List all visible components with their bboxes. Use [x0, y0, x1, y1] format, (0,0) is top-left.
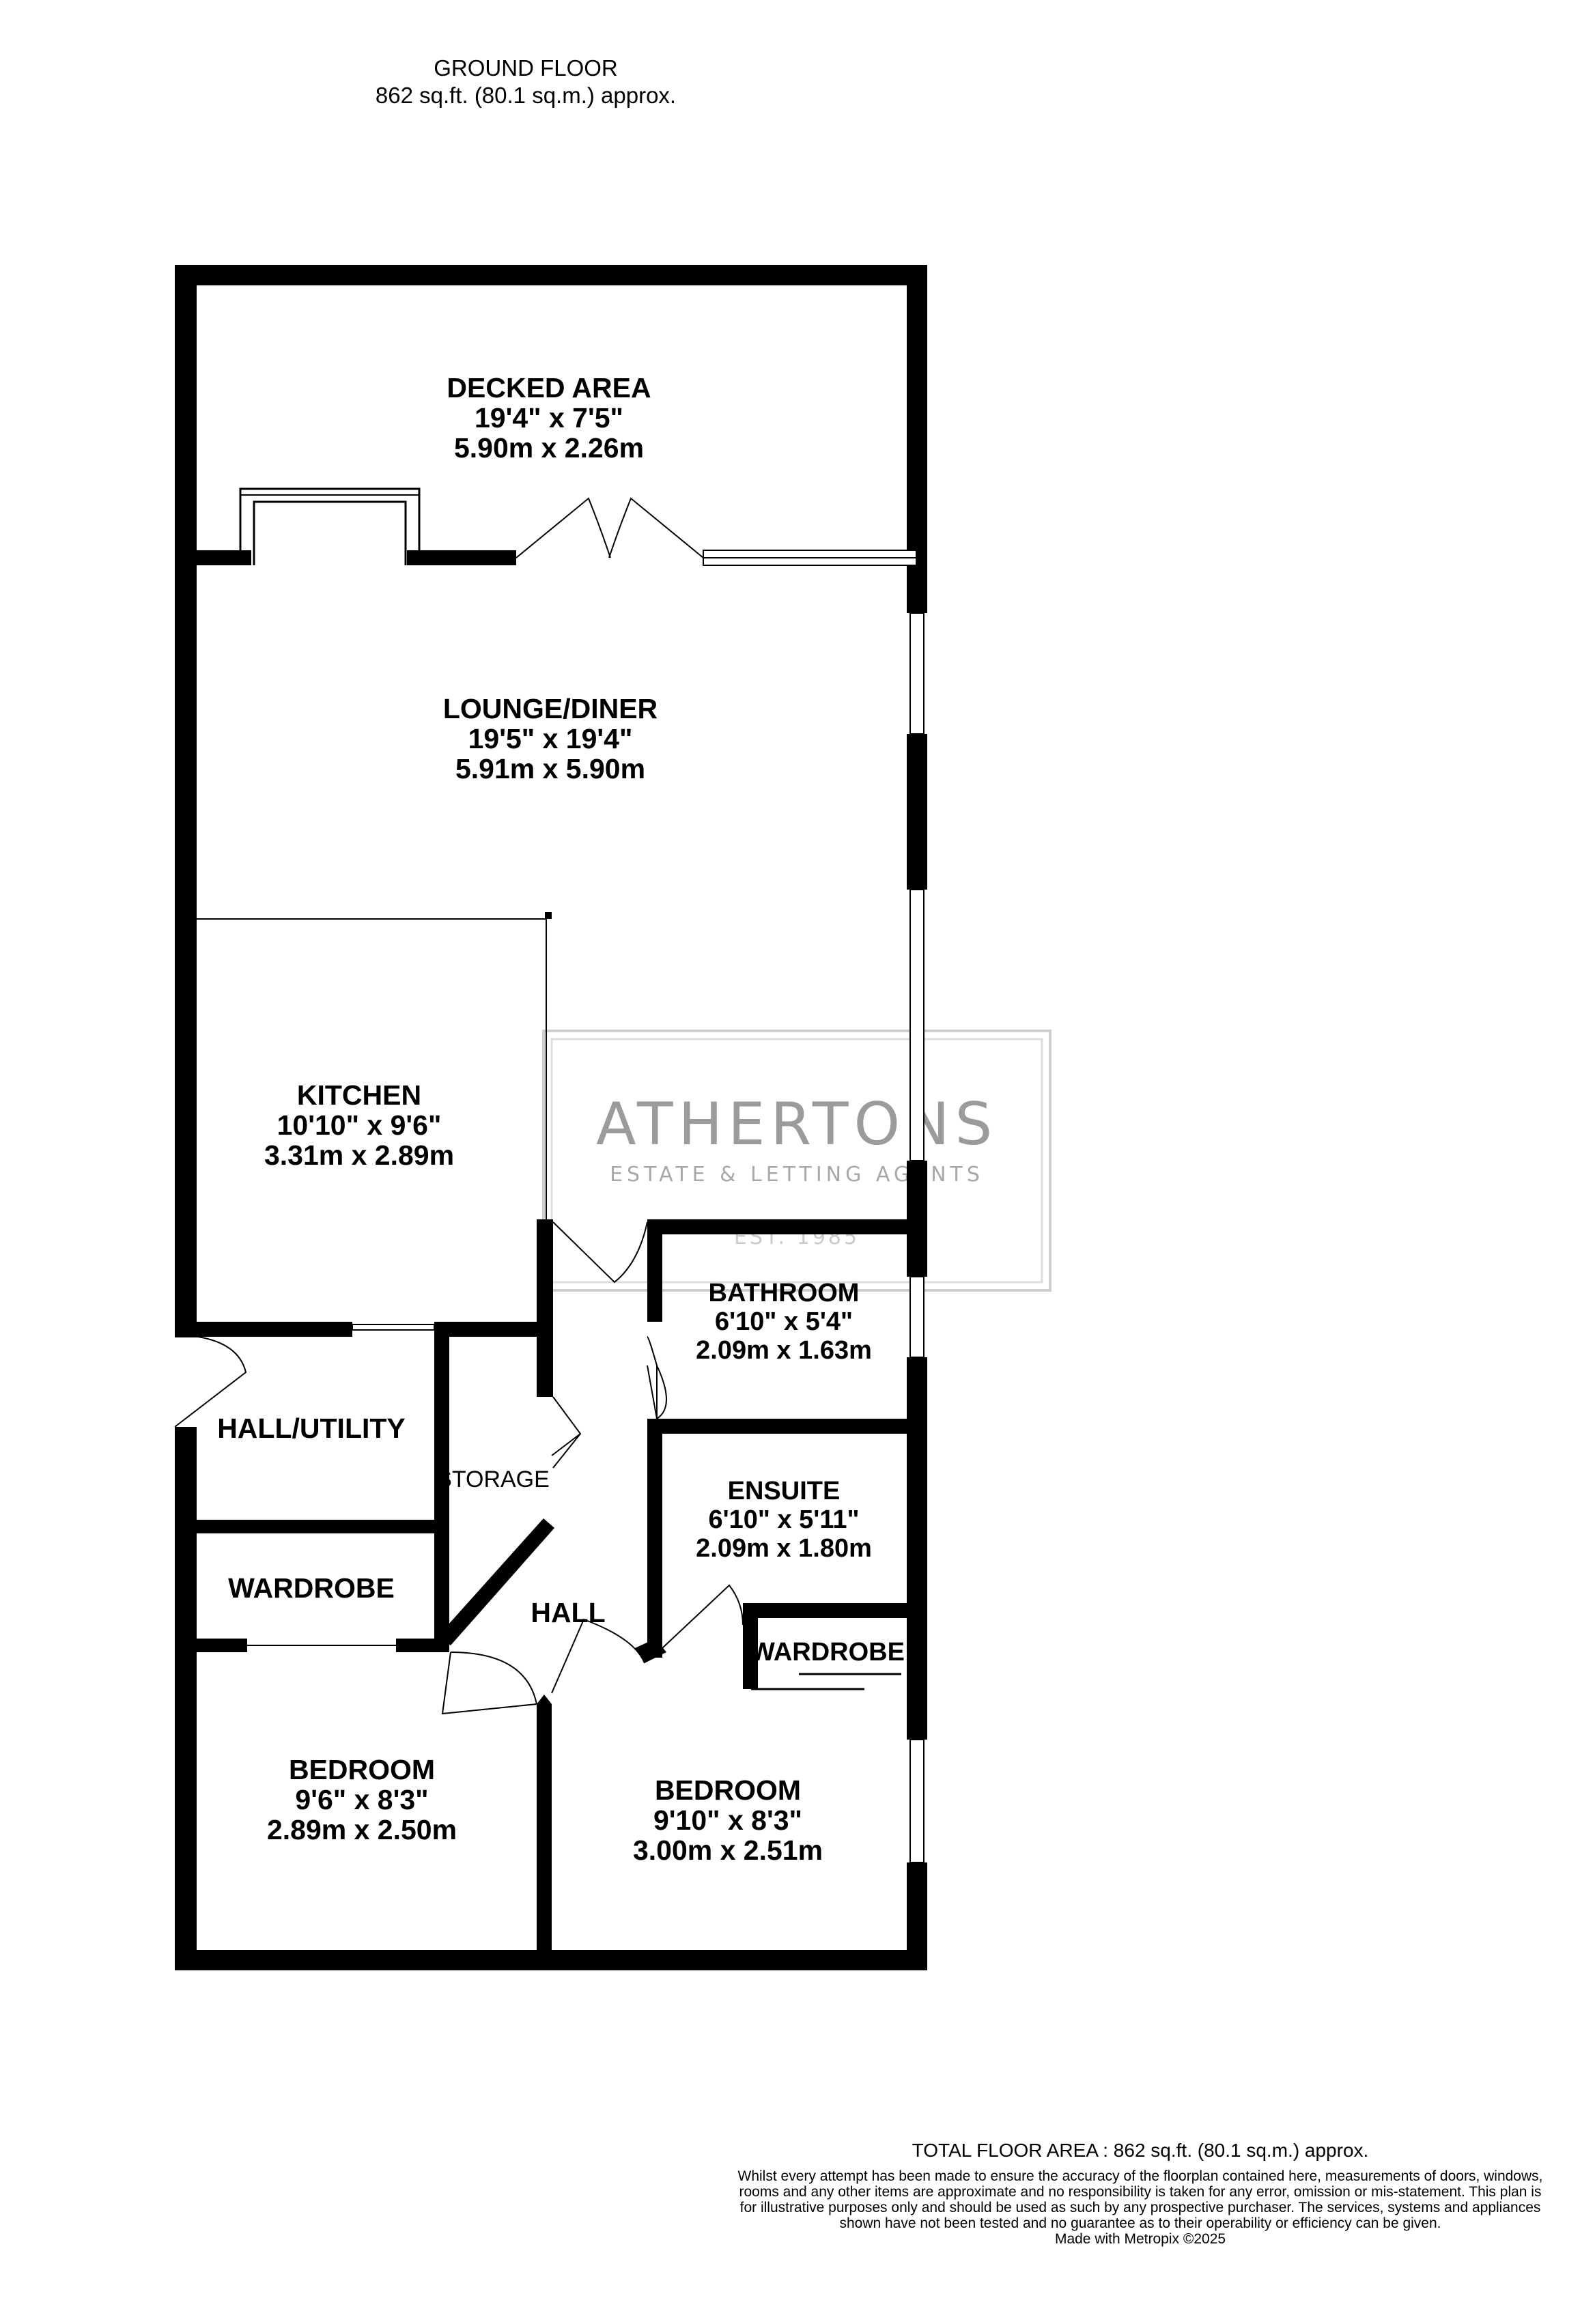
room-name: BATHROOM	[709, 1279, 860, 1307]
plan-footer: TOTAL FLOOR AREA : 862 sq.ft. (80.1 sq.m…	[737, 2137, 1543, 2248]
room-name: WARDROBE	[228, 1572, 395, 1604]
room-name: HALL	[531, 1597, 605, 1628]
right-wardrobe-rails	[751, 1673, 901, 1690]
plan-header: GROUND FLOOR 862 sq.ft. (80.1 sq.m.) app…	[287, 55, 765, 109]
room-storage: STORAGE	[436, 1466, 550, 1492]
room-name: DECKED AREA	[447, 372, 651, 403]
floor-area: 862 sq.ft. (80.1 sq.m.) approx.	[375, 83, 677, 108]
room-metric: 3.31m x 2.89m	[264, 1139, 454, 1171]
room-bedroom-left: BEDROOM 9'6" x 8'3" 2.89m x 2.50m	[267, 1754, 457, 1845]
room-name: BEDROOM	[289, 1754, 435, 1785]
room-imperial: 10'10" x 9'6"	[277, 1109, 442, 1141]
room-bathroom: BATHROOM 6'10" x 5'4" 2.09m x 1.63m	[696, 1279, 872, 1365]
room-imperial: 6'10" x 5'11"	[708, 1505, 859, 1534]
room-name: ENSUITE	[728, 1477, 841, 1505]
interior-walls	[175, 1219, 920, 1970]
right-windows	[909, 612, 924, 1863]
room-decked-area: DECKED AREA 19'4" x 7'5" 5.90m x 2.26m	[447, 372, 651, 464]
room-metric: 2.89m x 2.50m	[267, 1814, 457, 1845]
room-imperial: 9'10" x 8'3"	[653, 1804, 802, 1836]
room-metric: 2.09m x 1.80m	[696, 1534, 872, 1563]
room-name: HALL/UTILITY	[217, 1413, 406, 1444]
room-hall: HALL	[531, 1597, 605, 1628]
watermark-name: ATHERTONS	[596, 1090, 998, 1159]
room-metric: 3.00m x 2.51m	[633, 1834, 823, 1866]
room-wardrobe-left: WARDROBE	[228, 1572, 395, 1604]
room-name: WARDROBE	[750, 1638, 905, 1667]
room-imperial: 6'10" x 5'4"	[715, 1307, 853, 1336]
floor-title: GROUND FLOOR	[434, 55, 618, 81]
agent-watermark: ATHERTONS ESTATE & LETTING AGENTS EST. 1…	[542, 1030, 1051, 1292]
room-imperial: 19'5" x 19'4"	[468, 723, 633, 754]
door-swings	[174, 1221, 744, 1715]
room-name: LOUNGE/DINER	[443, 693, 658, 724]
kitchen-partition	[191, 912, 552, 1222]
room-metric: 5.91m x 5.90m	[455, 753, 645, 784]
room-kitchen: KITCHEN 10'10" x 9'6" 3.31m x 2.89m	[264, 1079, 454, 1171]
made-with-credit: Made with Metropix ©2025	[1054, 2231, 1226, 2247]
disclaimer-text: Whilst every attempt has been made to en…	[737, 2168, 1543, 2231]
room-name: BEDROOM	[655, 1774, 801, 1806]
room-name: KITCHEN	[297, 1079, 421, 1111]
outer-walls	[175, 265, 927, 1970]
room-lounge-diner: LOUNGE/DINER 19'5" x 19'4" 5.91m x 5.90m	[443, 693, 658, 784]
room-ensuite: ENSUITE 6'10" x 5'11" 2.09m x 1.80m	[696, 1477, 872, 1563]
room-hall-utility: HALL/UTILITY	[217, 1413, 406, 1444]
room-bedroom-right: BEDROOM 9'10" x 8'3" 3.00m x 2.51m	[633, 1774, 823, 1866]
room-imperial: 19'4" x 7'5"	[475, 402, 623, 434]
room-imperial: 9'6" x 8'3"	[295, 1784, 428, 1815]
room-metric: 5.90m x 2.26m	[454, 432, 644, 464]
watermark-subtitle: ESTATE & LETTING AGENTS	[610, 1163, 984, 1187]
room-wardrobe-right: WARDROBE	[750, 1638, 905, 1667]
room-metric: 2.09m x 1.63m	[696, 1336, 872, 1365]
room-name: STORAGE	[436, 1466, 550, 1492]
total-floor-area: TOTAL FLOOR AREA : 862 sq.ft. (80.1 sq.m…	[912, 2140, 1369, 2161]
deck-divider-wall	[197, 487, 917, 566]
